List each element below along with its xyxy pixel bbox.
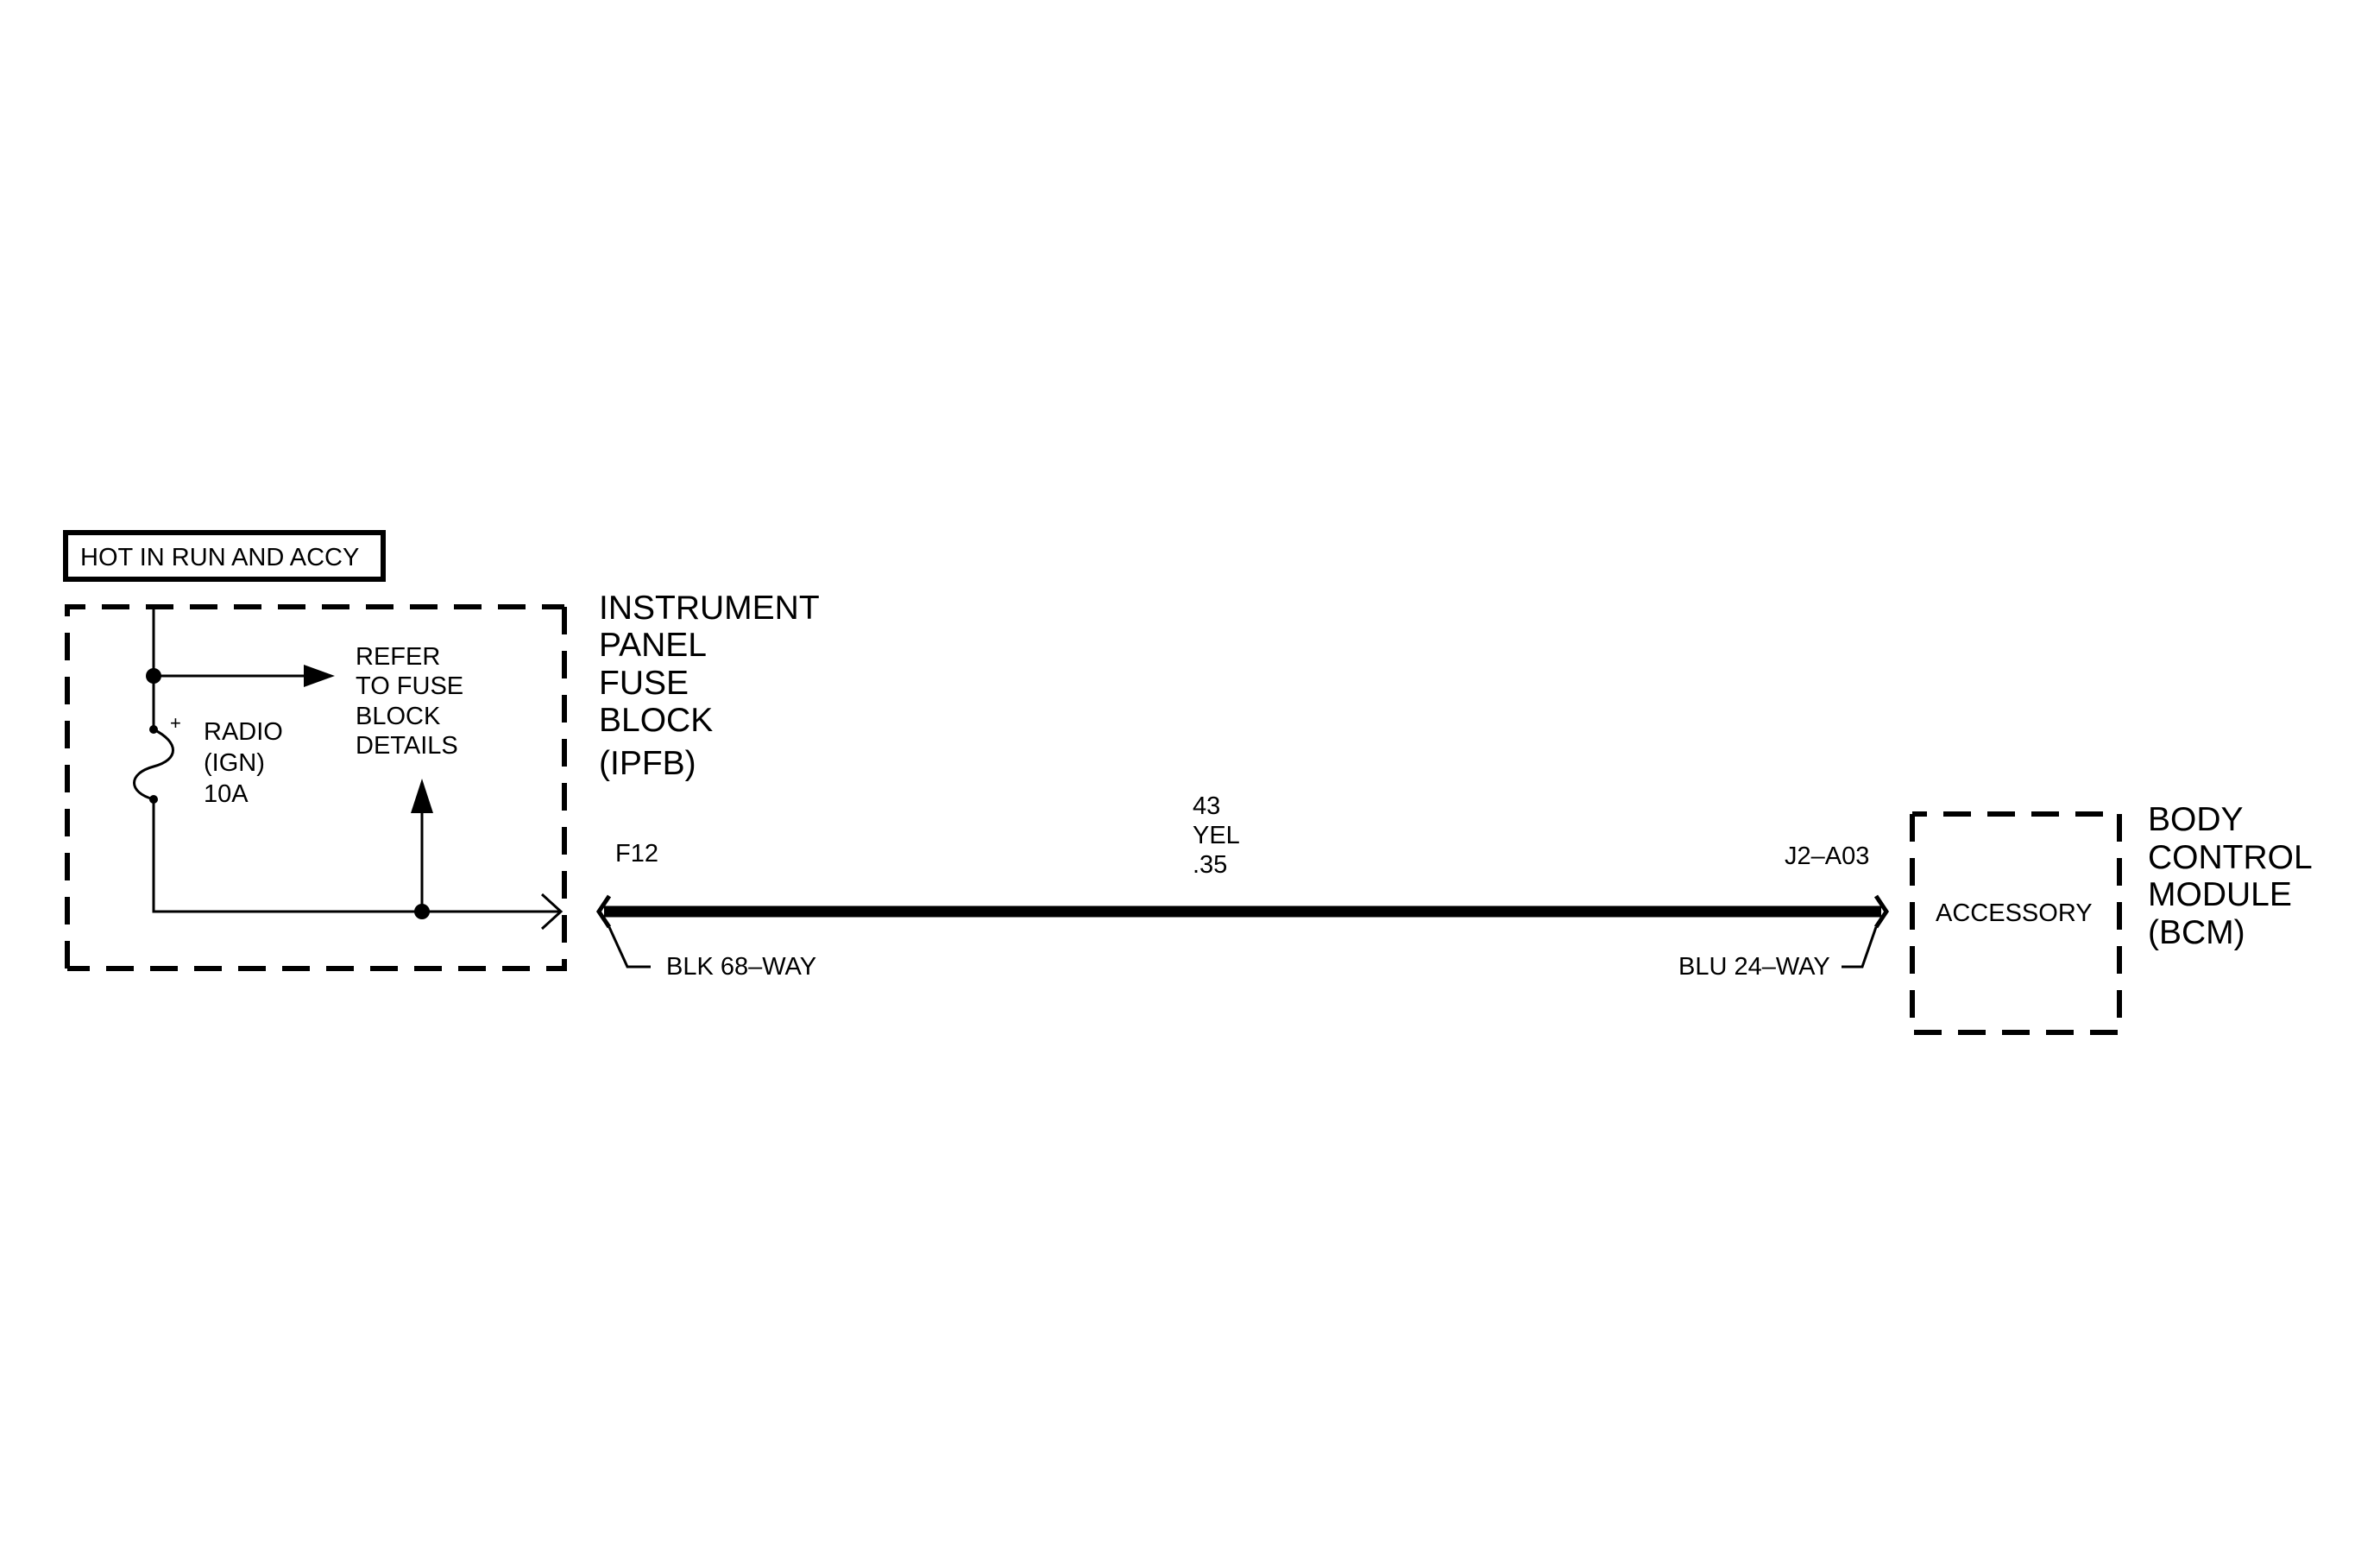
wire-circuit-number: 43 bbox=[1193, 792, 1220, 820]
bcm-input-label: ACCESSORY bbox=[1936, 899, 2093, 927]
bcm-dashed-border bbox=[1910, 811, 2122, 1035]
ipfb-dashed-border bbox=[65, 604, 567, 971]
terminal-chevron-icon bbox=[540, 893, 564, 931]
bcm-title-line: CONTROL bbox=[2148, 839, 2313, 876]
refer-note: REFER TO FUSE BLOCK DETAILS bbox=[356, 643, 463, 760]
bcm-title-line: MODULE bbox=[2148, 876, 2292, 913]
refer-note-line: BLOCK bbox=[356, 703, 441, 730]
ipfb-terminal: F12 bbox=[615, 840, 658, 868]
fuse-name: RADIO bbox=[204, 718, 283, 746]
bcm-connector-leader bbox=[1842, 926, 1878, 969]
ipfb-title-line: PANEL bbox=[599, 627, 707, 664]
refer-note-line: TO FUSE bbox=[356, 672, 463, 700]
refer-note-line: DETAILS bbox=[356, 732, 458, 760]
fuse-icon bbox=[133, 728, 174, 801]
connector-right-icon bbox=[1873, 894, 1890, 929]
ipfb-title-line: INSTRUMENT bbox=[599, 590, 820, 627]
power-source-text: HOT IN RUN AND ACCY bbox=[80, 544, 359, 571]
power-source-box bbox=[63, 530, 386, 582]
ipfb-title-line: FUSE bbox=[599, 665, 689, 702]
power-source-label: HOT IN RUN AND ACCY bbox=[63, 530, 386, 582]
fuse-rating: 10A bbox=[204, 780, 249, 808]
bcm-terminal: J2–A03 bbox=[1785, 842, 1869, 870]
bcm-title-line: (BCM) bbox=[2148, 914, 2245, 951]
ipfb-title: INSTRUMENT PANEL FUSE BLOCK (IPFB) bbox=[599, 590, 820, 782]
wire-color: YEL bbox=[1193, 822, 1240, 849]
fuse-circuit-name: (IGN) bbox=[204, 749, 265, 777]
bcm-connector: BLU 24–WAY bbox=[1678, 953, 1830, 981]
main-wire bbox=[595, 894, 1890, 969]
refer-up-arrow-head bbox=[411, 779, 433, 813]
refer-arrow-head bbox=[304, 665, 335, 687]
connector-left-icon bbox=[595, 894, 612, 929]
fuse-circuit bbox=[133, 607, 564, 931]
ipfb-connector: BLK 68–WAY bbox=[666, 953, 816, 981]
ipfb-title-line: BLOCK bbox=[599, 702, 713, 739]
bcm-title: BODY CONTROL MODULE (BCM) bbox=[2148, 801, 2313, 951]
fuse-polarity: + bbox=[170, 712, 181, 734]
ipfb-connector-leader bbox=[608, 926, 651, 969]
fuse-output-line bbox=[152, 799, 559, 913]
ipfb-title-line: (IPFB) bbox=[599, 745, 696, 782]
bcm-title-line: BODY bbox=[2148, 801, 2244, 838]
refer-note-line: REFER bbox=[356, 643, 440, 671]
wire-gauge: .35 bbox=[1193, 851, 1227, 879]
